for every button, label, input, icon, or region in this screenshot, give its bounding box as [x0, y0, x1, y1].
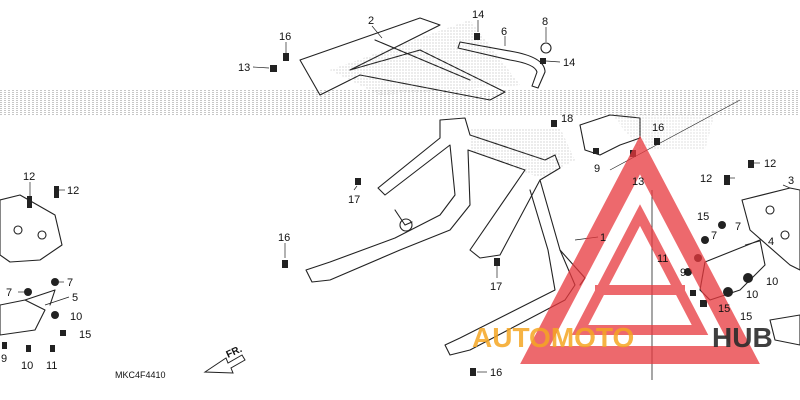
- part-upper-frame: [299, 17, 520, 101]
- callout-label: 7: [67, 277, 73, 289]
- watermark-text-hub: HUB: [712, 322, 773, 353]
- callout-label: 16: [278, 232, 290, 244]
- callout-label: 9: [1, 353, 7, 365]
- callout-label: 7: [711, 230, 717, 242]
- callout-label: 7: [735, 221, 741, 233]
- front-arrow-icon: [203, 354, 246, 374]
- part-main-frame: [305, 112, 715, 356]
- callout-label: 13: [632, 176, 644, 188]
- callout-label: 16: [279, 31, 291, 43]
- callout-label: 12: [700, 173, 712, 185]
- part-grab-bracket: [457, 41, 552, 89]
- callout-label: 18: [561, 113, 573, 125]
- callout-label: 12: [764, 158, 776, 170]
- watermark-text-automoto: AUTOMOTO: [472, 322, 634, 353]
- callout-label: 10: [21, 360, 33, 372]
- scan-artifact-band: [0, 90, 800, 116]
- callout-label: 4: [768, 236, 774, 248]
- callout-label: 1: [600, 232, 606, 244]
- callout-label: 12: [23, 171, 35, 183]
- callout-label: 17: [490, 281, 502, 293]
- part-left-carrier-plate: [0, 194, 63, 336]
- callout-label: 12: [67, 185, 79, 197]
- leader-lines: [18, 20, 791, 373]
- callout-label: 15: [718, 303, 730, 315]
- callout-label: 16: [490, 367, 502, 379]
- callout-label: 17: [348, 194, 360, 206]
- callout-label: 16: [652, 122, 664, 134]
- callout-label: 11: [657, 253, 668, 265]
- callout-label: 3: [788, 175, 794, 187]
- callout-label: 14: [472, 9, 484, 21]
- callout-label: 8: [542, 16, 548, 28]
- diagram-reference-code: MKC4F4410: [115, 370, 166, 380]
- front-indicator-label: FR.: [225, 344, 244, 361]
- callout-label: 6: [501, 26, 507, 38]
- callout-label: 9: [594, 163, 600, 175]
- callout-label: 10: [766, 276, 778, 288]
- callout-label: 5: [72, 292, 78, 304]
- watermark: [520, 135, 760, 364]
- callout-numbers: 2 14 6 8 16 13 14 18 16 9 13 17 16 1 17 …: [1, 9, 794, 379]
- callout-label: 15: [697, 211, 709, 223]
- callout-label: 7: [6, 287, 12, 299]
- callout-label: 14: [563, 57, 575, 69]
- callout-label: 10: [746, 289, 758, 301]
- callout-label: 11: [46, 360, 57, 372]
- callout-label: 2: [368, 15, 374, 27]
- callout-label: 13: [238, 62, 250, 74]
- callout-label: 9: [680, 267, 686, 279]
- callout-label: 15: [79, 329, 91, 341]
- callout-label: 15: [740, 311, 752, 323]
- callout-label: 10: [70, 311, 82, 323]
